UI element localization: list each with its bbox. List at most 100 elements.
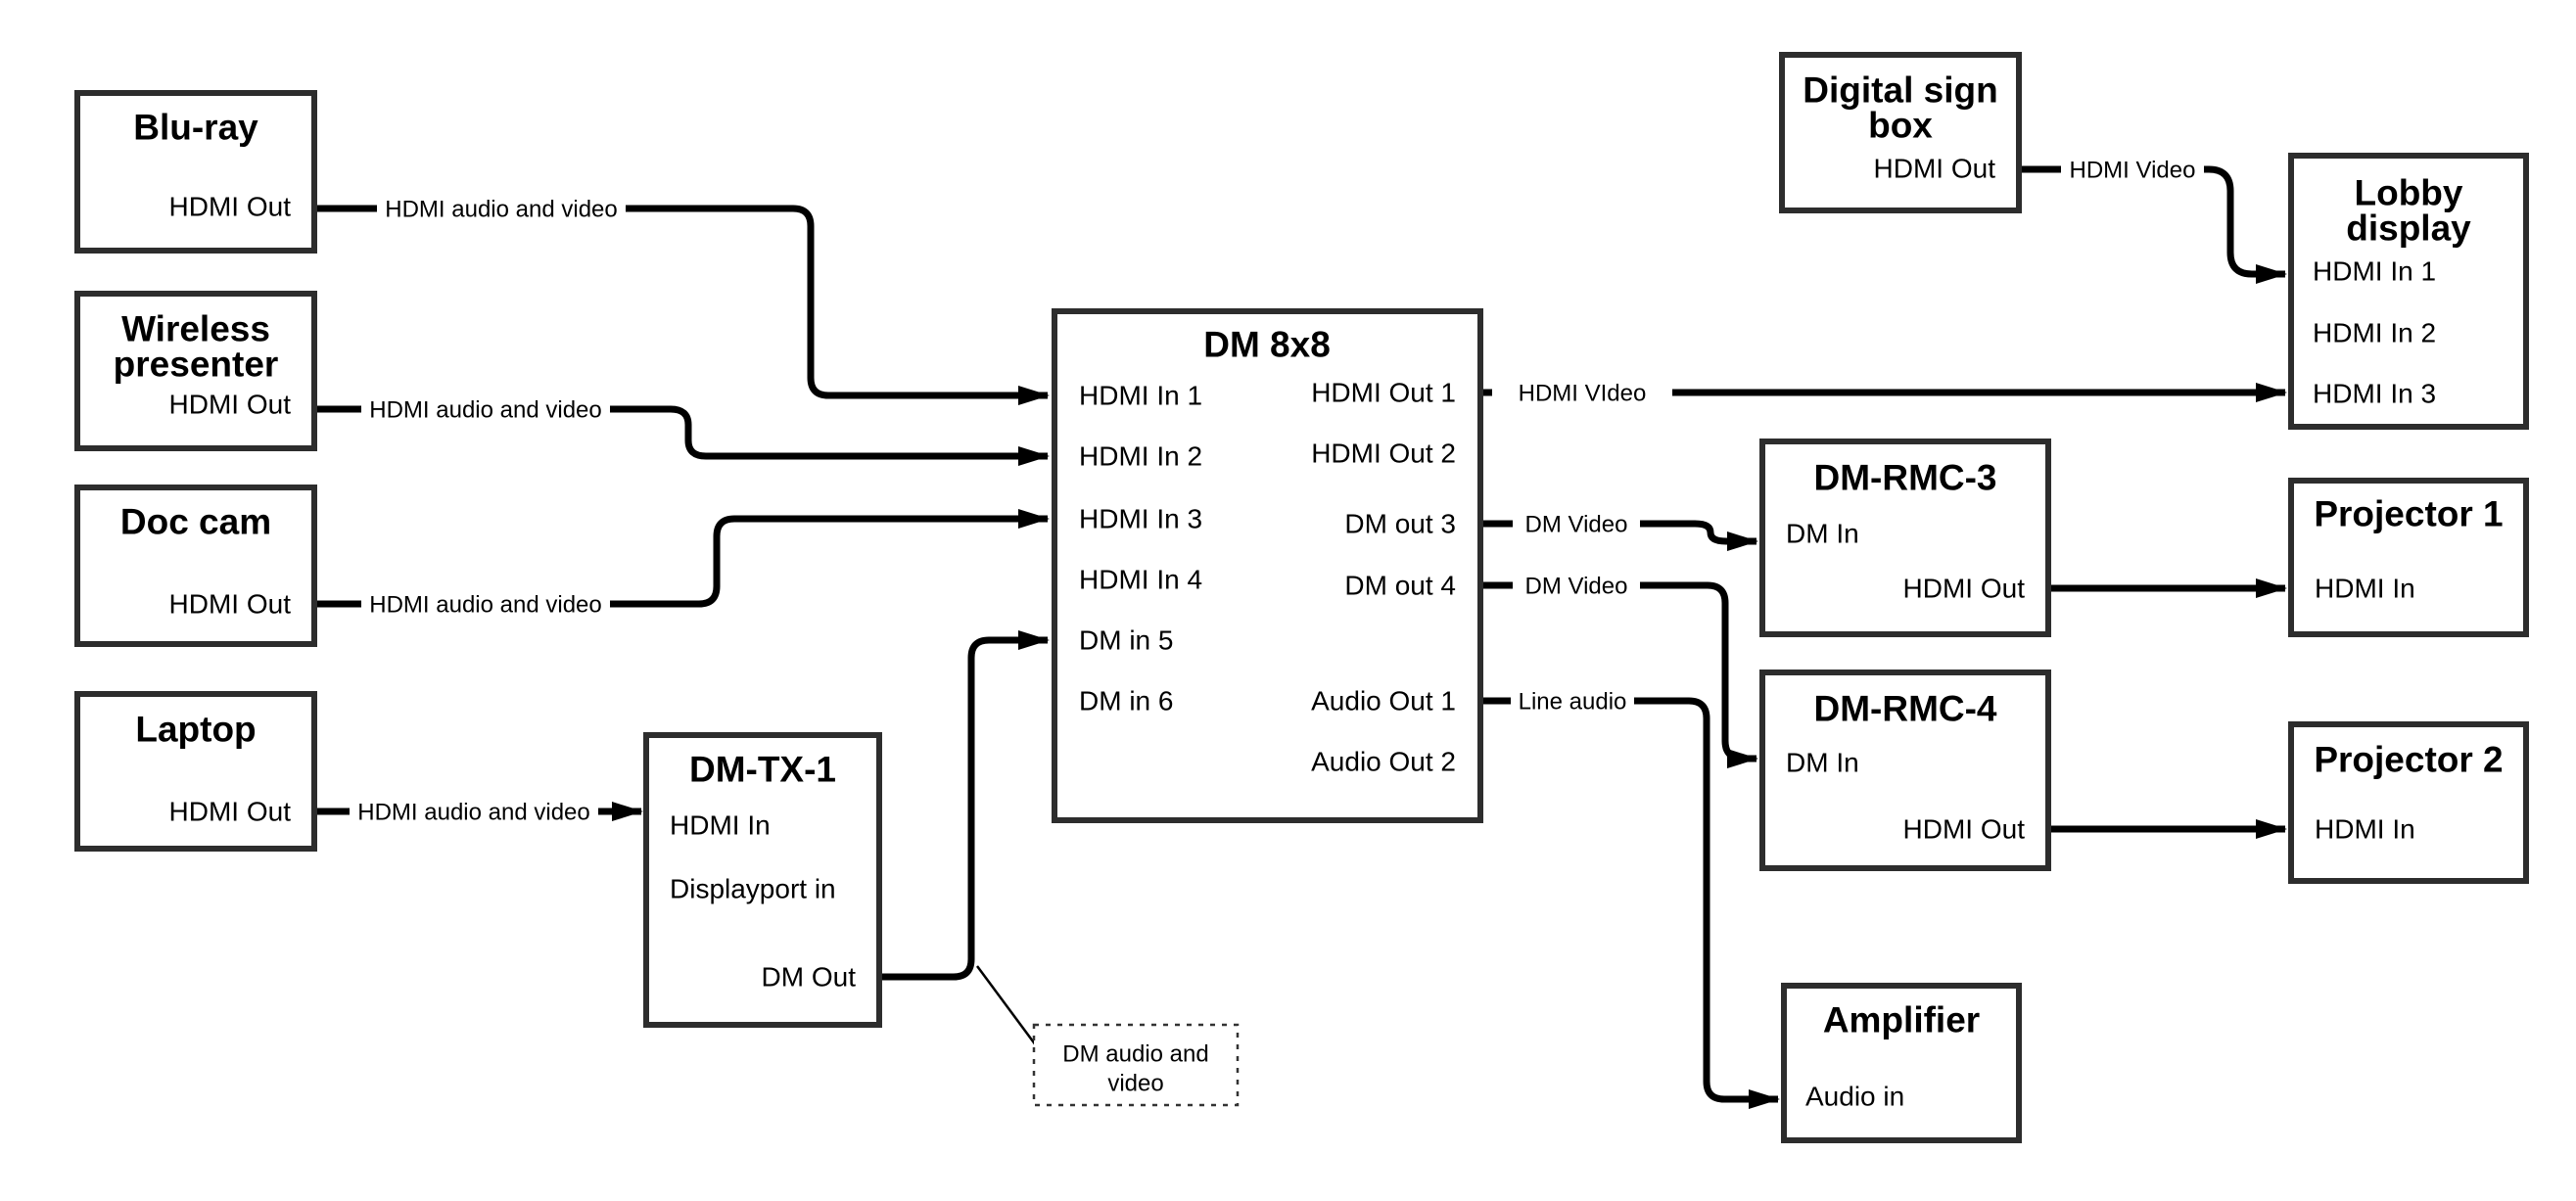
note-dm-audio-and-video: DM audio and video [1032, 1023, 1240, 1107]
port-rmc4-hdmi-out: HDMI Out [1903, 814, 2026, 845]
edge-label-bg [361, 392, 610, 429]
edge-label-laptop: HDMI audio and video [357, 800, 589, 826]
edge-label-bg [1513, 506, 1640, 543]
node-wireless-presenter: Wireless presenter HDMI Out [74, 291, 317, 451]
port-amp-audio-in: Audio in [1805, 1082, 1904, 1112]
edge-label-line-audio: Line audio [1519, 689, 1627, 716]
node-blu-ray: Blu-ray HDMI Out [74, 90, 317, 254]
node-amplifier: Amplifier Audio in [1781, 983, 2022, 1143]
node-projector-1-box [2288, 478, 2529, 637]
node-signbox-title-line1: Digital sign [1803, 70, 1997, 111]
port-proj2-hdmi-in: HDMI In [2315, 814, 2415, 845]
port-dm8x8-hdmi-out-2: HDMI Out 2 [1311, 439, 1456, 469]
port-dmtx1-dm-out: DM Out [762, 962, 857, 993]
edge-label-hdmi-video-out1: HDMI VIdeo [1519, 381, 1647, 407]
node-wireless-presenter-box [74, 291, 317, 451]
node-dm-8x8-box [1052, 308, 1483, 823]
node-signbox-title-line2: box [1868, 106, 1933, 146]
port-dmtx1-hdmi-in: HDMI In [670, 810, 771, 841]
node-dm-8x8: DM 8x8 HDMI In 1 HDMI In 2 HDMI In 3 HDM… [1052, 308, 1483, 823]
edge-label-bg [2061, 152, 2204, 189]
port-dm8x8-hdmi-out-1: HDMI Out 1 [1311, 378, 1456, 408]
port-dm8x8-dm-out-4: DM out 4 [1344, 571, 1456, 601]
edge-label-wireless: HDMI audio and video [369, 397, 601, 424]
edge-label-bg [1513, 568, 1640, 605]
node-wireless-title-line2: presenter [114, 345, 279, 385]
node-proj2-title: Projector 2 [2314, 740, 2503, 780]
node-dm-tx-1: DM-TX-1 HDMI In Displayport in DM Out [643, 732, 882, 1028]
port-dmtx1-displayport-in: Displayport in [670, 874, 836, 904]
edge-signbox-to-lobby-hdmi-in-1 [2015, 165, 2287, 284]
edge-label-bg [377, 191, 626, 228]
port-dm8x8-hdmi-in-2: HDMI In 2 [1079, 441, 1202, 472]
port-dm8x8-dm-in-5: DM in 5 [1079, 625, 1173, 656]
edge-wireless-to-dm8x8-hdmi-in-2 [314, 405, 1050, 466]
node-laptop-title: Laptop [135, 710, 256, 750]
port-lobby-hdmi-in-1: HDMI In 1 [2313, 256, 2436, 287]
node-proj1-title: Projector 1 [2314, 494, 2503, 534]
node-blu-ray-title: Blu-ray [133, 108, 258, 148]
node-doc-cam: Doc cam HDMI Out [74, 485, 317, 647]
port-dm8x8-dm-out-3: DM out 3 [1344, 509, 1456, 539]
port-dm8x8-hdmi-in-1: HDMI In 1 [1079, 381, 1202, 411]
port-lobby-hdmi-in-3: HDMI In 3 [2313, 379, 2436, 409]
port-doccam-hdmi-out: HDMI Out [169, 589, 292, 620]
node-lobby-display-box [2288, 153, 2529, 430]
node-rmc4-title: DM-RMC-4 [1813, 689, 1996, 729]
node-laptop-box [74, 691, 317, 852]
edge-dmout3-to-rmc3-dm-in [1480, 520, 1758, 551]
node-dm-rmc-4: DM-RMC-4 DM In HDMI Out [1759, 670, 2051, 871]
node-wireless-title-line1: Wireless [121, 309, 270, 349]
node-dm-tx-1-box [643, 732, 882, 1028]
node-dm-rmc-3-box [1759, 439, 2051, 637]
node-laptop: Laptop HDMI Out [74, 691, 317, 852]
port-lobby-hdmi-in-2: HDMI In 2 [2313, 318, 2436, 348]
node-lobby-display: Lobby display HDMI In 1 HDMI In 2 HDMI I… [2288, 153, 2529, 430]
port-signbox-hdmi-out: HDMI Out [1874, 154, 1996, 184]
edge-label-bg [350, 794, 598, 831]
edge-callout-dm-audio-video [975, 965, 1038, 1046]
edge-label-bg [1511, 683, 1634, 720]
port-rmc4-dm-in: DM In [1786, 748, 1859, 778]
edge-label-bg [361, 586, 610, 624]
port-dm8x8-dm-in-6: DM in 6 [1079, 686, 1173, 716]
node-projector-2: Projector 2 HDMI In [2288, 721, 2529, 884]
port-laptop-hdmi-out: HDMI Out [169, 797, 292, 827]
edge-label-doccam: HDMI audio and video [369, 592, 601, 619]
node-digital-sign-box-box [1779, 52, 2022, 213]
edge-bluray-to-dm8x8-hdmi-in-1 [314, 205, 1050, 405]
note-box [1032, 1023, 1240, 1107]
node-amplifier-box [1781, 983, 2022, 1143]
node-lobby-title-line2: display [2346, 208, 2471, 249]
node-blu-ray-box [74, 90, 317, 254]
port-rmc3-hdmi-out: HDMI Out [1903, 574, 2026, 604]
edge-dmtx1-dmout-to-dm8x8-dm-in-5 [879, 630, 1050, 981]
edge-label-bg [1492, 375, 1672, 412]
port-proj1-hdmi-in: HDMI In [2315, 574, 2415, 604]
port-dm8x8-audio-out-2: Audio Out 2 [1311, 747, 1456, 777]
edge-dmout4-to-rmc4-dm-in [1480, 581, 1758, 768]
node-dm-tx-1-title: DM-TX-1 [689, 750, 836, 790]
port-dm8x8-hdmi-in-3: HDMI In 3 [1079, 504, 1202, 534]
note-line1: DM audio and [1062, 1041, 1208, 1068]
port-rmc3-dm-in: DM In [1786, 519, 1859, 549]
node-digital-sign-box: Digital sign box HDMI Out [1779, 52, 2022, 213]
node-lobby-title-line1: Lobby [2355, 173, 2463, 213]
node-rmc3-title: DM-RMC-3 [1813, 458, 1996, 498]
node-projector-1: Projector 1 HDMI In [2288, 478, 2529, 637]
port-wireless-hdmi-out: HDMI Out [169, 390, 292, 420]
edge-label-dm-video-3: DM Video [1525, 512, 1628, 538]
edge-label-bluray: HDMI audio and video [385, 197, 617, 223]
edge-labels: HDMI audio and video HDMI audio and vide… [350, 152, 2204, 831]
node-projector-2-box [2288, 721, 2529, 884]
edge-doccam-to-dm8x8-hdmi-in-3 [314, 509, 1050, 608]
note-line2: video [1107, 1071, 1163, 1097]
node-doc-cam-title: Doc cam [120, 502, 271, 542]
edge-label-hdmi-video-sign: HDMI Video [2070, 158, 2196, 184]
node-amp-title: Amplifier [1823, 1000, 1980, 1040]
edge-audioout1-to-amp-audio-in [1480, 697, 1780, 1109]
node-doc-cam-box [74, 485, 317, 647]
edge-label-dm-video-4: DM Video [1525, 574, 1628, 600]
port-dm8x8-audio-out-1: Audio Out 1 [1311, 686, 1456, 716]
